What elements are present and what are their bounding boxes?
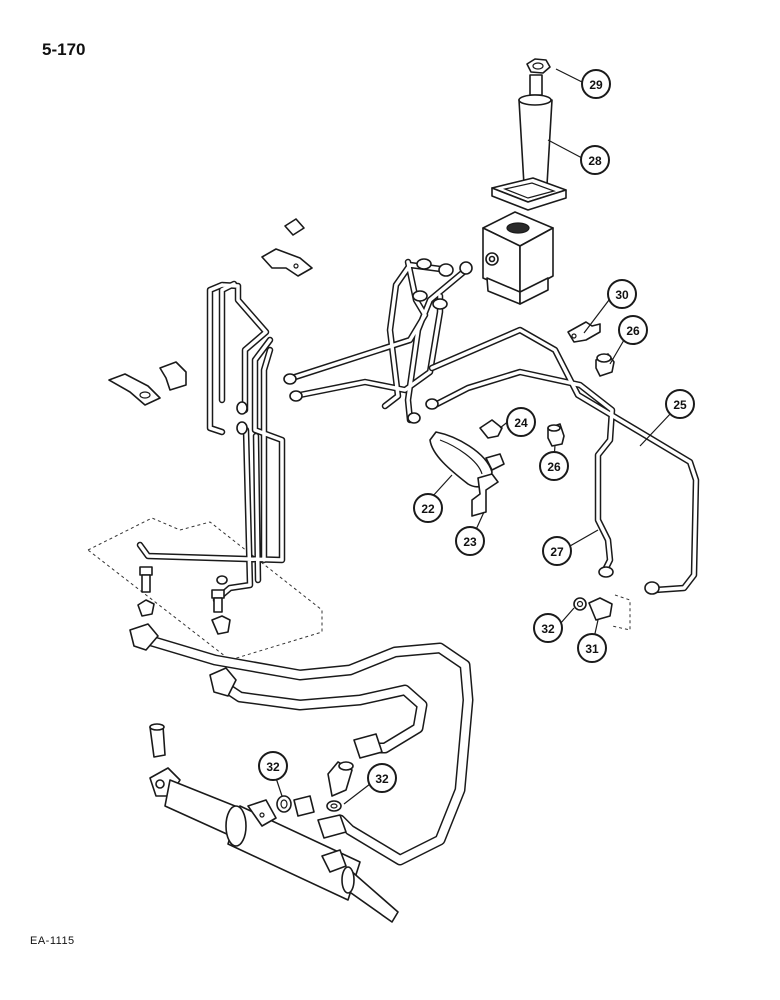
svg-text:30: 30 (615, 288, 629, 302)
washer-32b (276, 795, 292, 813)
svg-text:22: 22 (421, 502, 435, 516)
callout-32b: 32 (258, 751, 288, 781)
washer-32c (326, 800, 342, 812)
svg-text:31: 31 (585, 642, 599, 656)
washer-32a (573, 597, 587, 611)
leader-lines (275, 68, 673, 805)
rigid-pipes (136, 258, 700, 604)
callout-31: 31 (577, 633, 607, 663)
mounting-plate-outline (87, 517, 323, 661)
nut-29 (526, 58, 551, 74)
svg-text:26: 26 (547, 460, 561, 474)
callout-32c: 32 (367, 763, 397, 793)
callout-22: 22 (413, 493, 443, 523)
svg-text:26: 26 (626, 324, 640, 338)
clip-30 (567, 321, 601, 343)
callout-29: 29 (581, 69, 611, 99)
callout-28: 28 (580, 145, 610, 175)
page-title: 5-170 (42, 40, 86, 59)
svg-text:25: 25 (673, 398, 687, 412)
svg-text:23: 23 (463, 535, 477, 549)
adapter-31 (588, 597, 613, 621)
bolts (137, 566, 231, 758)
callout-25: 25 (665, 389, 695, 419)
bushing-26a (595, 353, 615, 377)
clip-24 (479, 419, 503, 439)
svg-text:32: 32 (266, 760, 280, 774)
callouts: 29 28 30 26 25 24 26 22 23 27 32 31 32 3… (258, 69, 695, 793)
callout-27: 27 (542, 536, 572, 566)
bracket-23 (471, 473, 499, 517)
svg-text:29: 29 (589, 78, 603, 92)
steering-valve (482, 211, 554, 305)
bushing-26b (547, 423, 565, 447)
svg-text:24: 24 (514, 416, 528, 430)
callout-26b: 26 (539, 451, 569, 481)
svg-text:27: 27 (550, 545, 564, 559)
elbow-fitting (327, 761, 354, 797)
bracket-top (261, 218, 313, 277)
sensor-bracket-outline (611, 594, 631, 631)
diagram-code: EA-1115 (30, 935, 75, 947)
svg-text:32: 32 (375, 772, 389, 786)
steering-cylinder (149, 767, 399, 923)
bracket-left (108, 361, 187, 406)
callout-26a: 26 (618, 315, 648, 345)
callout-30: 30 (607, 279, 637, 309)
flexible-hoses (129, 623, 474, 866)
svg-text:32: 32 (541, 622, 555, 636)
callout-24: 24 (506, 407, 536, 437)
adapter-32b (293, 795, 315, 817)
callout-32a: 32 (533, 613, 563, 643)
callout-23: 23 (455, 526, 485, 556)
fittings (216, 258, 660, 595)
steering-column (491, 74, 567, 211)
svg-text:28: 28 (588, 154, 602, 168)
